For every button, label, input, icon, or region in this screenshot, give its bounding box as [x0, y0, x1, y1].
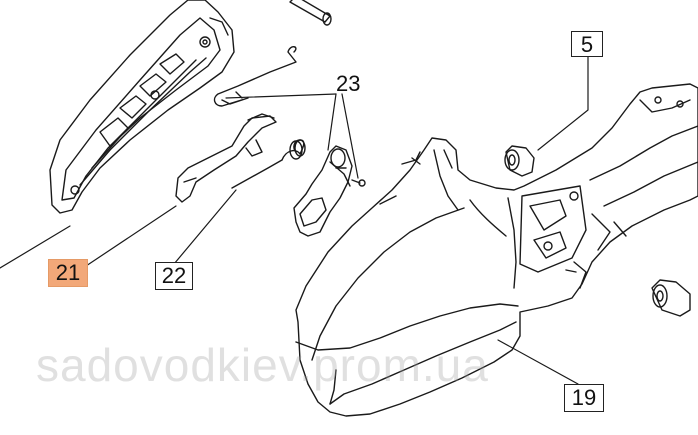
leader-23b	[327, 93, 337, 151]
label-5: 5	[571, 31, 603, 57]
label-23: 23	[336, 71, 361, 96]
label-22: 22	[155, 262, 193, 290]
part-19-housing	[295, 83, 698, 417]
part-22-spring	[231, 139, 306, 189]
part-23-lock	[293, 145, 366, 237]
leader-21	[0, 225, 71, 269]
leader-23a	[225, 93, 337, 99]
leader-22	[173, 189, 237, 265]
label-21: 21	[48, 259, 88, 287]
leader-5	[537, 51, 589, 151]
rubber-buffer-lower	[651, 279, 691, 317]
pin-part	[289, 0, 332, 26]
leader-lines	[0, 51, 589, 385]
part-21-handle-cover	[49, 0, 235, 214]
throttle-lever	[175, 113, 277, 203]
label-19: 19	[564, 384, 604, 412]
leader-21b	[85, 205, 177, 267]
leader-23c	[341, 93, 359, 179]
part-5-buffer	[504, 145, 535, 177]
leader-19	[497, 339, 579, 385]
